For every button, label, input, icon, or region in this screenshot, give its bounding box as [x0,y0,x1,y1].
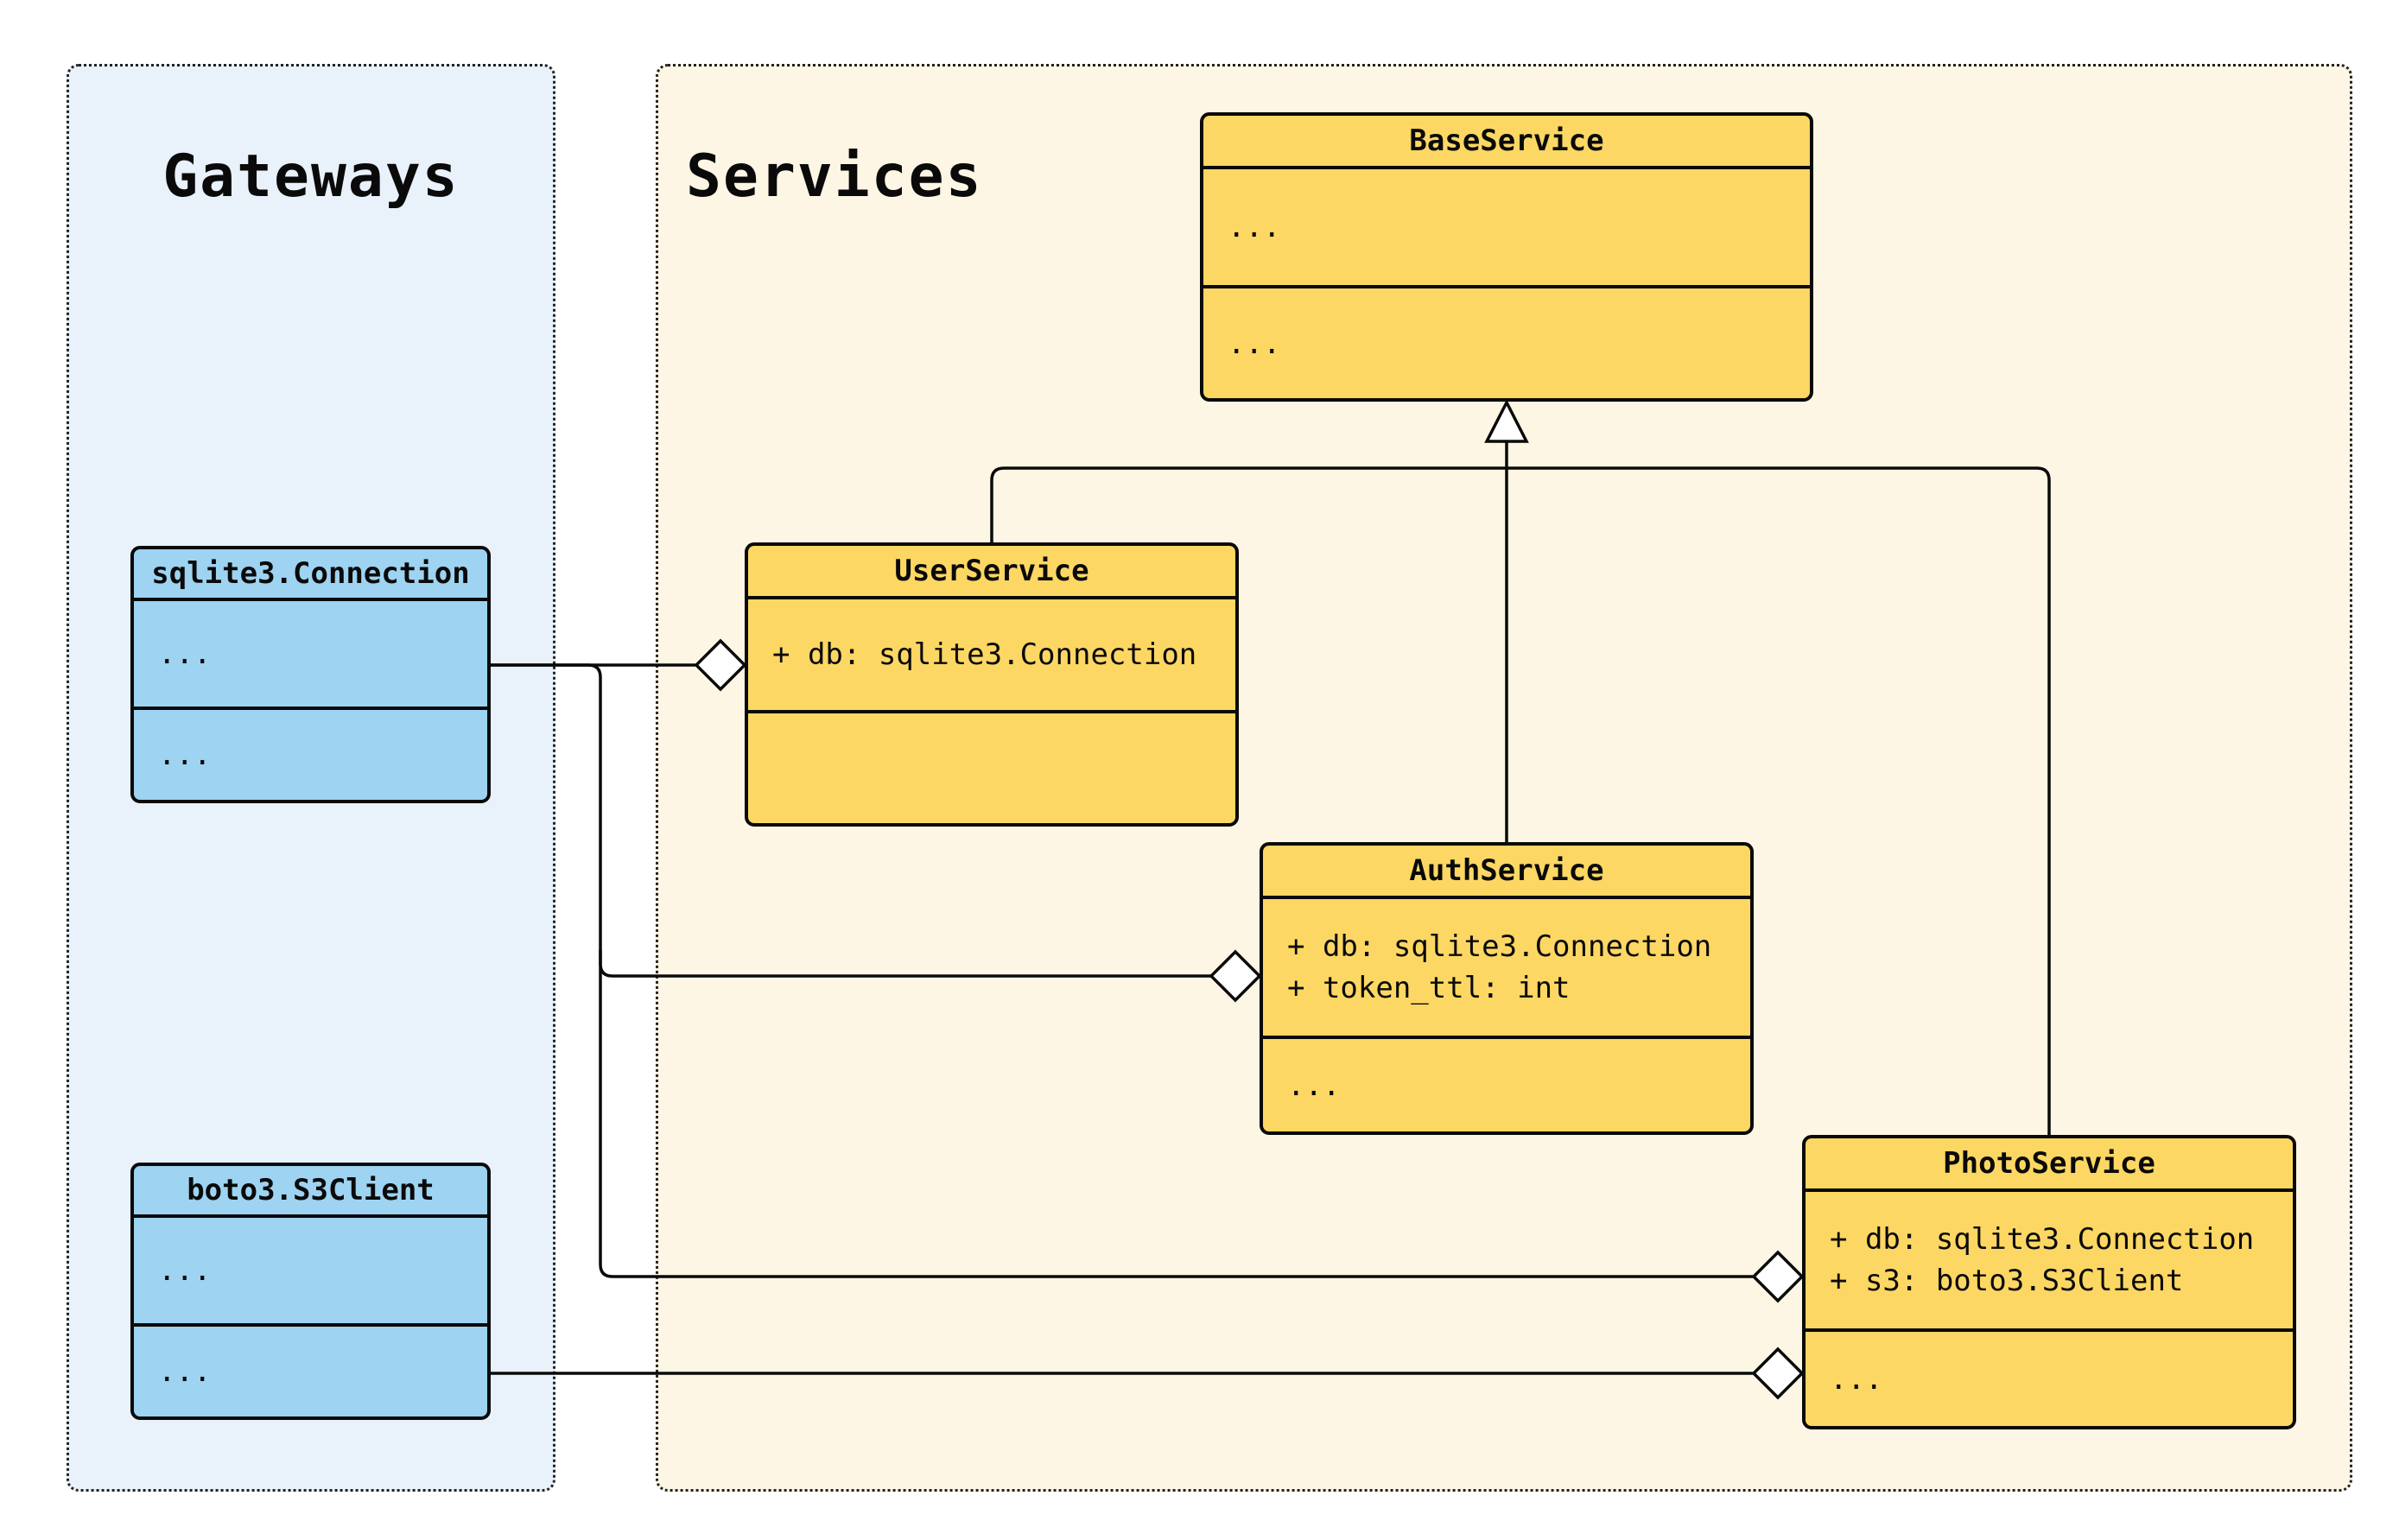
class-photoservice[interactable]: PhotoService + db: sqlite3.Connection + … [1802,1135,2296,1429]
attribute-text: ... [158,1253,212,1288]
method-text: ... [158,1354,212,1389]
class-authservice-attributes: + db: sqlite3.Connection + token_ttl: in… [1263,899,1750,1036]
class-authservice-title: AuthService [1263,846,1750,899]
attribute-text: ... [158,637,212,671]
class-authservice-methods: ... [1263,1036,1750,1131]
inheritance-rail-line [990,466,2051,1135]
class-sqlite3-connection[interactable]: sqlite3.Connection ... ... [130,546,491,803]
aggregation-diamond-icon-userservice [694,638,747,692]
class-sqlite3-connection-attributes: ... [134,601,487,707]
class-authservice[interactable]: AuthService + db: sqlite3.Connection + t… [1260,842,1754,1135]
class-sqlite3-connection-methods: ... [134,707,487,800]
attribute-text: + db: sqlite3.Connection [1830,1222,2255,1257]
class-photoservice-title: PhotoService [1806,1138,2293,1192]
class-boto3-s3client-methods: ... [134,1323,487,1416]
class-photoservice-methods: ... [1806,1328,2293,1426]
aggregation-diamond-icon-authservice [1209,949,1262,1003]
aggregation-diamond-icon-photoservice-db [1751,1250,1805,1303]
class-photoservice-attributes: + db: sqlite3.Connection + s3: boto3.S3C… [1806,1192,2293,1328]
aggregation-line-db-authservice [491,663,1211,978]
inheritance-triangle-icon [1484,399,1529,443]
class-baseservice-attributes: ... [1203,169,1810,285]
method-text: ... [1830,1361,1883,1397]
attribute-text: + db: sqlite3.Connection [772,637,1197,672]
method-text: ... [1287,1068,1341,1103]
class-baseservice[interactable]: BaseService ... ... [1200,112,1813,402]
panel-services-title: Services [686,143,983,211]
attribute-text: + token_ttl: int [1287,971,1571,1005]
aggregation-line-db-photoservice [599,950,1754,1278]
attribute-text: + s3: boto3.S3Client [1830,1264,2184,1298]
aggregation-diamond-icon-photoservice-s3 [1751,1347,1805,1400]
class-userservice-title: UserService [748,546,1235,599]
class-boto3-s3client-title: boto3.S3Client [134,1166,487,1218]
class-userservice[interactable]: UserService + db: sqlite3.Connection [745,542,1239,827]
class-boto3-s3client[interactable]: boto3.S3Client ... ... [130,1163,491,1420]
attribute-text: + db: sqlite3.Connection [1287,929,1712,964]
class-userservice-methods [748,710,1235,823]
class-userservice-attributes: + db: sqlite3.Connection [748,599,1235,710]
class-sqlite3-connection-title: sqlite3.Connection [134,549,487,601]
attribute-text: ... [1228,210,1281,244]
class-boto3-s3client-attributes: ... [134,1218,487,1323]
class-baseservice-methods: ... [1203,285,1810,398]
panel-gateways-title: Gateways [162,143,460,211]
method-text: ... [1228,326,1281,361]
method-text: ... [158,738,212,772]
class-baseservice-title: BaseService [1203,116,1810,169]
